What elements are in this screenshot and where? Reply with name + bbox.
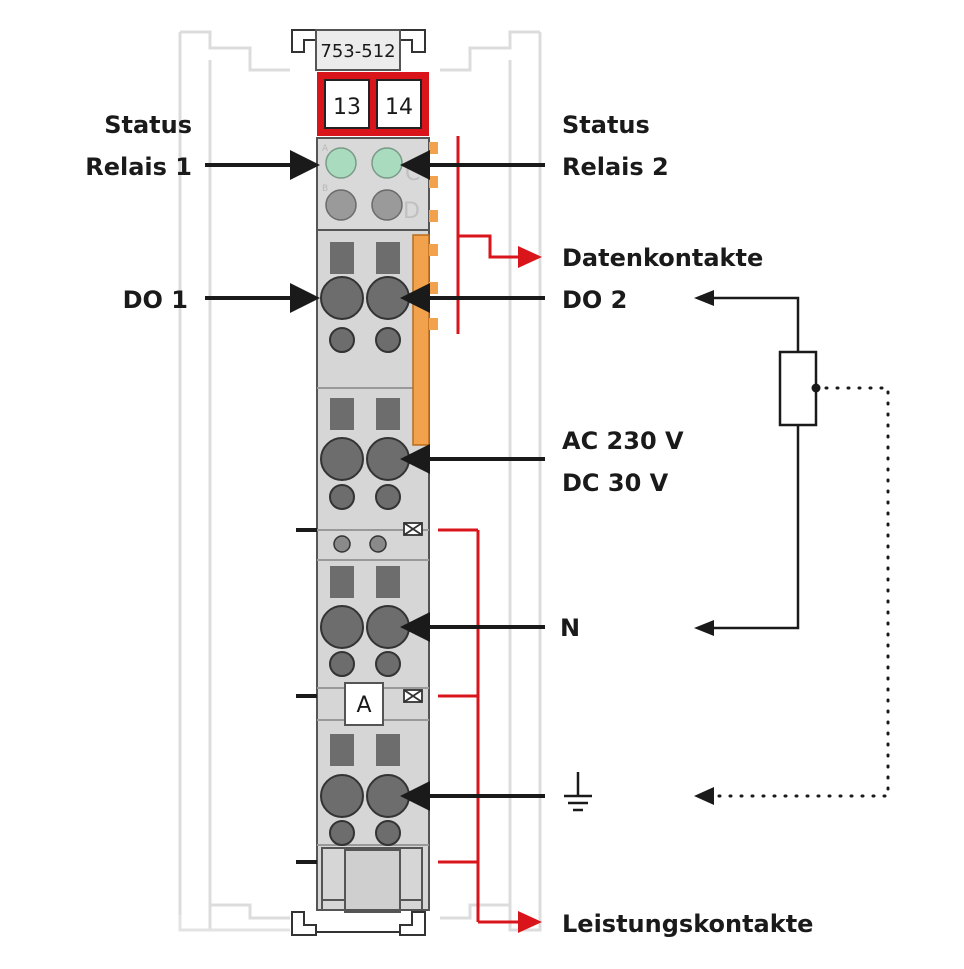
arrow-n-out [694,620,714,636]
arrow-pe-out [694,787,714,805]
terminal-number-14: 14 [385,95,413,120]
label-neutral: N [560,614,580,642]
marker-a: A [344,682,384,726]
pointer-arrows [205,163,545,798]
arrow-do2-out [694,290,714,306]
label-status-left-1: Status [104,111,192,139]
label-status-right-1: Status [562,111,650,139]
data-contacts-bracket [456,136,520,334]
led-off-2 [371,189,403,221]
svg-text:A: A [356,693,371,718]
led-letter-d: D [403,199,420,224]
terminal-do1[interactable] [320,276,364,320]
terminal-group-do [320,242,410,353]
power-contacts-arrow [518,911,542,933]
led-panel: A B C D [316,137,430,231]
dotted-pe-line [716,386,890,798]
terminal-group-neutral [320,566,410,677]
data-contacts-arrow [518,246,542,268]
terminal-group-supply [320,398,410,553]
terminal-number-13: 13 [333,95,361,120]
pointer-arrowheads [290,150,430,811]
led-letter-a: A [322,144,329,154]
terminal-group-ground [320,734,410,846]
part-number: 753-512 [320,41,395,62]
label-status-left-2: Relais 1 [85,153,192,181]
label-ac-voltage: AC 230 V [562,427,684,455]
resistor-icon [778,350,818,427]
terminal-supply-1[interactable] [320,437,364,481]
terminal-marker-block: 13 14 [317,72,429,136]
ghost-module-outline [178,30,542,932]
wiper-dot [811,383,821,393]
label-power-contacts: Leistungskontakte [562,910,813,938]
status-led-relay-1 [325,147,357,179]
label-data-contacts: Datenkontakte [562,244,763,272]
label-do1: DO 1 [123,286,188,314]
ground-icon [564,772,592,812]
led-letter-b: B [322,184,328,194]
external-wiring [712,296,800,630]
left-tick-marks [296,528,317,864]
data-contact-strip [412,234,430,446]
label-status-right-2: Relais 2 [562,153,669,181]
terminal-n-1[interactable] [320,605,364,649]
power-contacts-bracket [438,528,520,924]
label-do2: DO 2 [562,286,627,314]
status-led-relay-2 [371,147,403,179]
module-top-cap: 753-512 [291,29,426,71]
module-foot [291,847,426,936]
terminal-pe-1[interactable] [320,774,364,818]
label-dc-voltage: DC 30 V [562,469,669,497]
led-off-1 [325,189,357,221]
